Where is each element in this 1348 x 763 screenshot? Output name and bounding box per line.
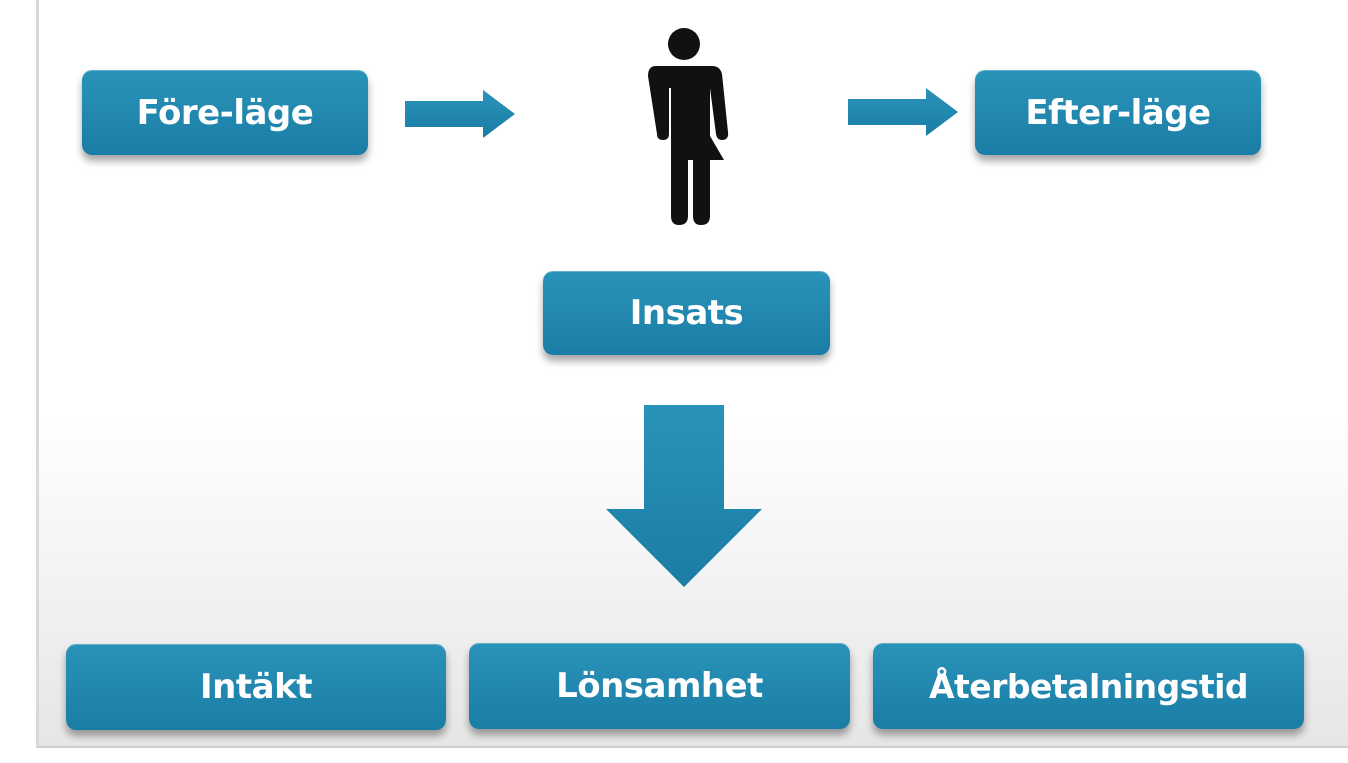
outcome-box-revenue: Intäkt bbox=[66, 644, 446, 730]
before-state-box: Före-läge bbox=[82, 70, 368, 155]
gender-neutral-person-icon bbox=[648, 28, 729, 225]
after-state-box: Efter-läge bbox=[975, 70, 1261, 155]
outcome-label: Återbetalningstid bbox=[928, 666, 1249, 706]
intervention-box: Insats bbox=[543, 271, 830, 355]
right-arrow-icon bbox=[848, 88, 958, 136]
down-arrow-icon bbox=[606, 405, 762, 587]
before-state-label: Före-läge bbox=[136, 92, 314, 133]
outcome-box-payback-time: Återbetalningstid bbox=[873, 643, 1304, 729]
outcome-box-profitability: Lönsamhet bbox=[469, 643, 850, 729]
right-arrow-icon bbox=[405, 90, 515, 138]
outcome-label: Intäkt bbox=[200, 667, 312, 707]
after-state-label: Efter-läge bbox=[1025, 92, 1211, 133]
outcome-label: Lönsamhet bbox=[556, 666, 763, 706]
intervention-label: Insats bbox=[629, 293, 744, 333]
